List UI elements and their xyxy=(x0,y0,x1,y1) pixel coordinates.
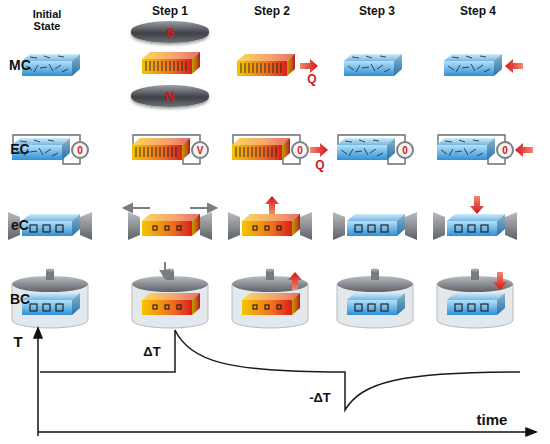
magnet-pole: S xyxy=(131,21,209,43)
node-text: 0 xyxy=(77,145,83,156)
label-text: Step 2 xyxy=(254,5,290,18)
voltage-meter: 0 xyxy=(396,141,414,159)
label-text: Step 3 xyxy=(359,5,395,18)
label-text: Q xyxy=(307,73,316,86)
node-text: 0 xyxy=(402,145,408,156)
node-text: S xyxy=(166,25,175,40)
label-text: MC xyxy=(9,58,31,73)
node-text: V xyxy=(197,145,204,156)
label-text: EC xyxy=(10,142,29,157)
label-text: T xyxy=(13,334,22,351)
voltage-meter: V xyxy=(191,141,209,159)
voltage-meter: 0 xyxy=(291,141,309,159)
label-text: Initial State xyxy=(22,8,72,32)
magnet-pole: N xyxy=(131,85,209,107)
label-text: Step 4 xyxy=(460,5,496,18)
label-text: time xyxy=(477,412,508,429)
label-text: -ΔT xyxy=(309,391,331,405)
label-text: Q xyxy=(315,159,324,172)
label-text: Step 1 xyxy=(152,5,188,18)
voltage-meter: 0 xyxy=(71,141,89,159)
voltage-meter: 0 xyxy=(496,141,514,159)
node-text: 0 xyxy=(502,145,508,156)
label-text: eC xyxy=(11,218,29,233)
label-text: ΔT xyxy=(143,345,160,359)
node-text: N xyxy=(165,89,174,104)
label-text: BC xyxy=(10,292,30,307)
node-text: 0 xyxy=(297,145,303,156)
